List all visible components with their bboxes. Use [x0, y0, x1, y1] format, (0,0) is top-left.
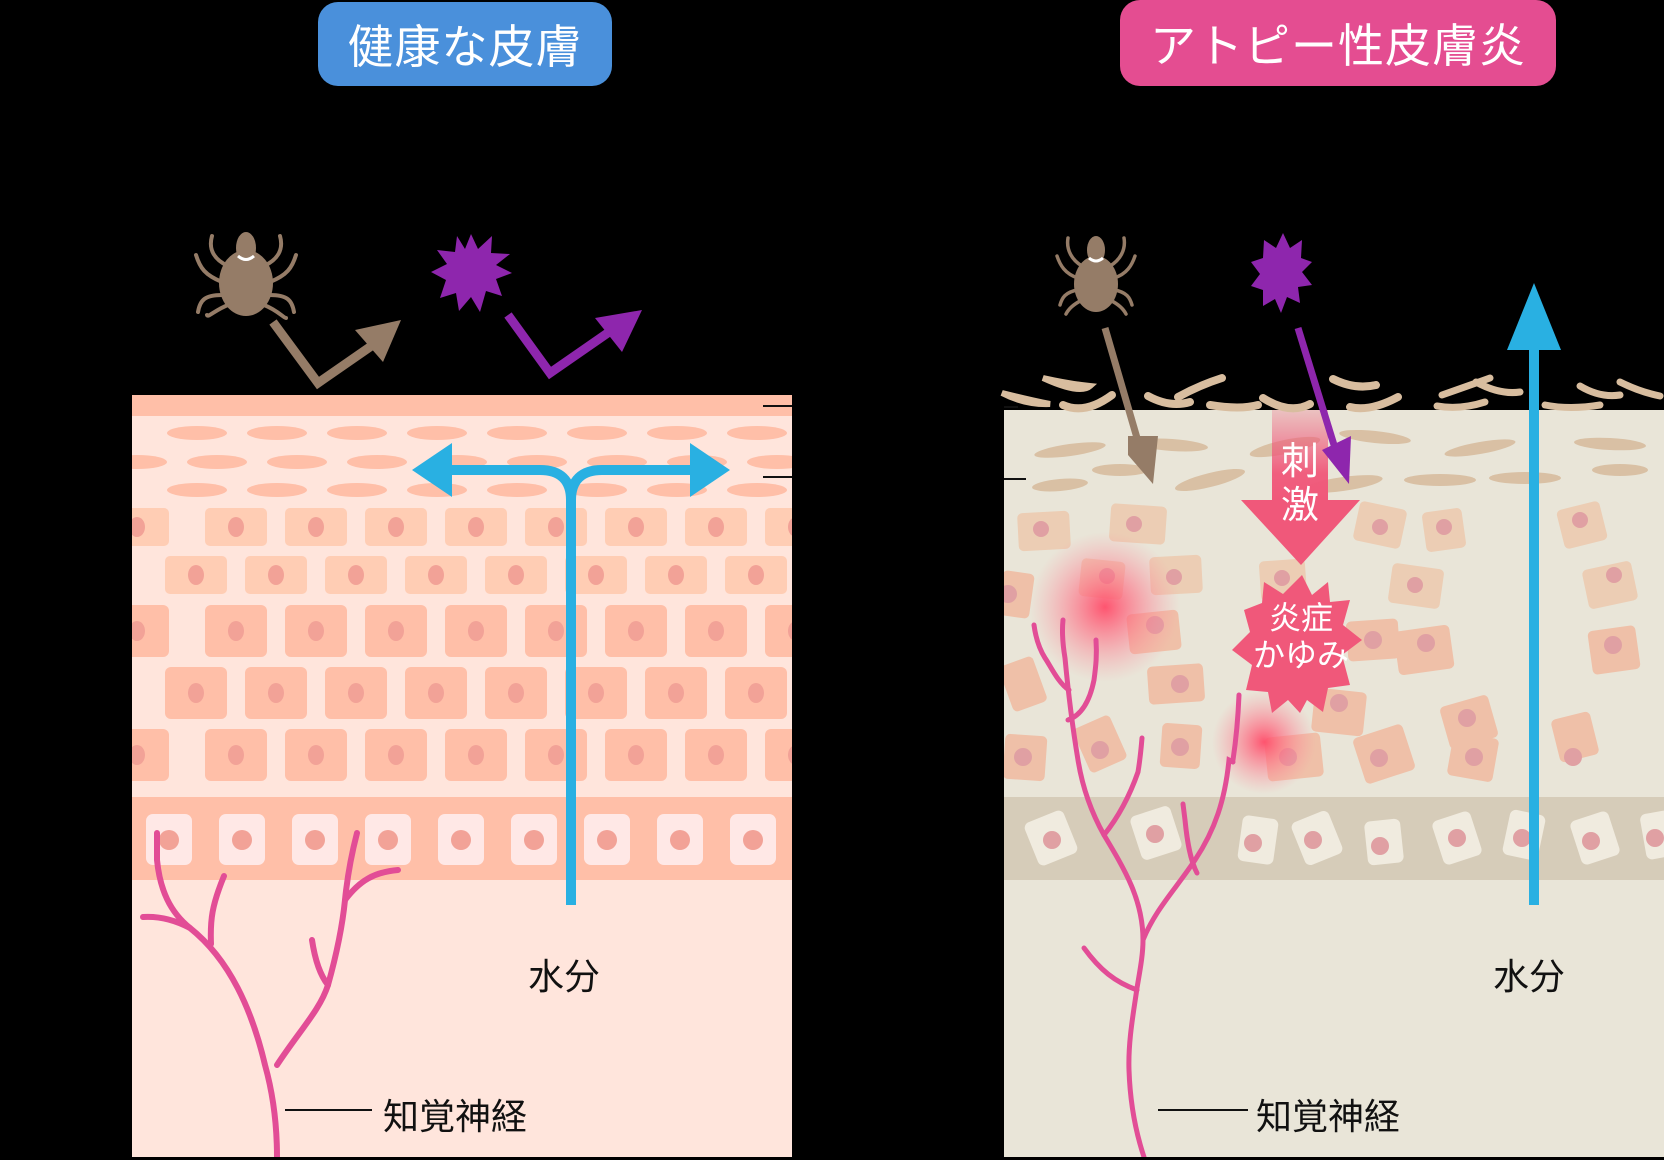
inflammation-label: 炎症	[1268, 599, 1333, 637]
sensory-nerve-atopic	[1031, 617, 1242, 1157]
itch-label: かゆみ	[1252, 635, 1349, 674]
allergen-penetrate-arrow	[1294, 326, 1351, 484]
water-label-atopic: 水分	[1493, 957, 1566, 998]
atopic-dermatitis-title: アトピー性皮膚炎	[1120, 0, 1556, 86]
nerve-label-healthy: 知覚神経	[383, 1097, 528, 1138]
healthy-skin-title-text: 健康な皮膚	[347, 20, 583, 74]
stratum-corneum-top	[132, 395, 792, 416]
disrupted-corneum-flakes	[1032, 429, 1648, 493]
healthy-skin-title: 健康な皮膚	[318, 2, 612, 86]
mite-icon	[194, 232, 298, 320]
atopic-dermatitis-title-text: アトピー性皮膚炎	[1150, 19, 1526, 73]
atopic-skin-layers	[1004, 410, 1664, 1157]
water-retained-arrow	[412, 443, 730, 905]
stimulus-label: 刺 激	[1272, 439, 1328, 527]
inflammation-spot-1	[1030, 532, 1180, 682]
water-label-healthy: 水分	[528, 957, 601, 998]
stimulus-label-line1: 刺	[1280, 439, 1319, 483]
stimulus-arrow	[1241, 410, 1360, 565]
lifted-scales	[1000, 374, 1664, 413]
mite-penetrate-arrow	[1101, 327, 1158, 484]
inflammation-burst	[1232, 575, 1362, 713]
stimulus-label-line2: 激	[1280, 482, 1319, 527]
allergen-icon	[1251, 233, 1312, 313]
mite-deflect-arrow	[269, 319, 401, 390]
sensory-nerve-healthy	[140, 830, 401, 1157]
nerve-label-atopic: 知覚神経	[1256, 1097, 1401, 1138]
inflammation-itch-label: 炎症 かゆみ	[1236, 600, 1366, 674]
healthy-skin-layers	[132, 395, 792, 1157]
allergen-icon	[431, 234, 512, 312]
water-escape-arrow	[1507, 283, 1561, 905]
allergen-deflect-arrow	[504, 310, 642, 380]
mite-icon	[1055, 236, 1137, 316]
